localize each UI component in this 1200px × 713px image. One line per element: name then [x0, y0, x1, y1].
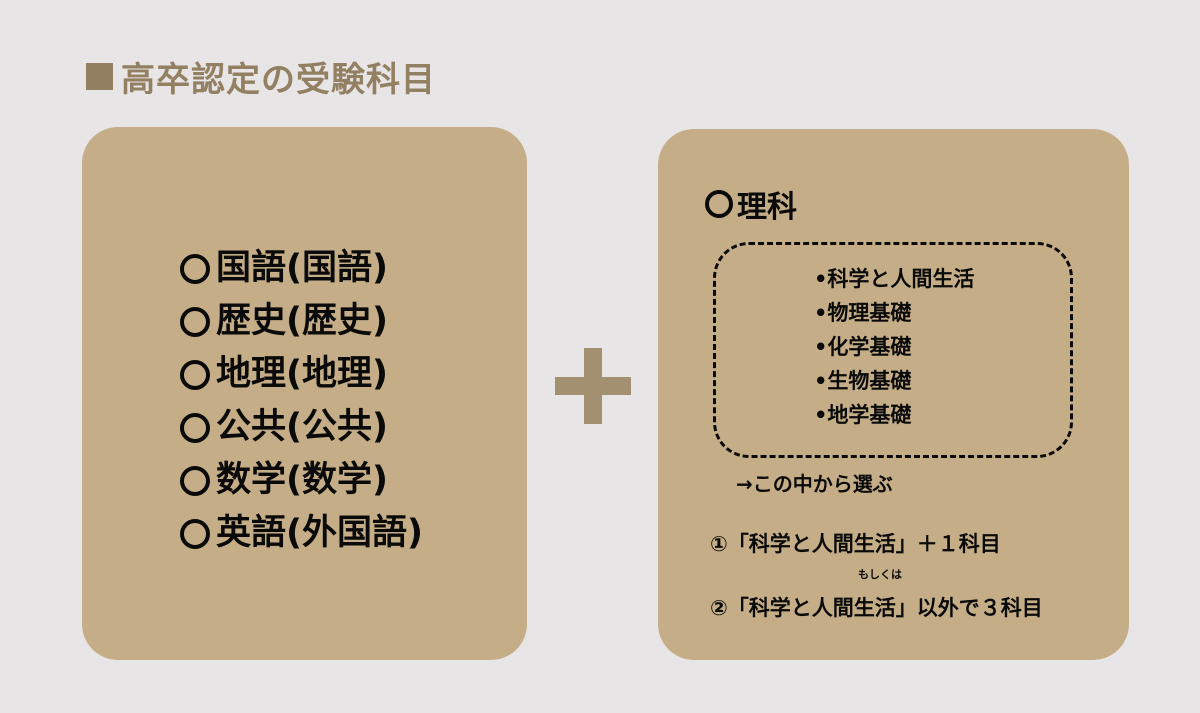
circle-icon — [180, 518, 210, 549]
circle-icon — [180, 359, 210, 390]
subject-item-english: 英語(外国語) — [180, 507, 423, 560]
science-options-box: •科学と人間生活 •物理基礎 •化学基礎 •生物基礎 •地学基礎 — [713, 242, 1073, 458]
required-subjects-card: 国語(国語) 歴史(歴史) 地理(地理) 公共(公共) 数学(数学) 英語(外国… — [82, 127, 527, 660]
subject-list: 国語(国語) 歴史(歴史) 地理(地理) 公共(公共) 数学(数学) 英語(外国… — [180, 242, 423, 560]
subject-label: 数学(数学) — [216, 460, 388, 500]
subject-item-geography: 地理(地理) — [180, 348, 423, 401]
circle-icon — [180, 412, 210, 443]
subject-label: 地理(地理) — [216, 354, 388, 394]
plus-icon — [555, 348, 631, 424]
circle-icon — [180, 306, 210, 337]
subject-label: 国語(国語) — [216, 248, 388, 288]
choose-note: →この中から選ぶ — [736, 472, 893, 496]
plus-vertical-bar — [584, 348, 602, 424]
subject-item-civics: 公共(公共) — [180, 401, 423, 454]
subject-label: 公共(公共) — [216, 407, 388, 447]
subject-label: 歴史(歴史) — [216, 301, 388, 341]
rule-option-2: ②「科学と人間生活」以外で３科目 — [710, 596, 1043, 620]
page-title: 高卒認定の受験科目 — [86, 52, 436, 101]
circle-icon — [180, 465, 210, 496]
science-card: 理科 •科学と人間生活 •物理基礎 •化学基礎 •生物基礎 •地学基礎 →この中… — [658, 129, 1129, 660]
subject-item-history: 歴史(歴史) — [180, 295, 423, 348]
rule-option-1: ①「科学と人間生活」＋１科目 — [710, 532, 1001, 556]
science-option: •科学と人間生活 — [814, 267, 975, 291]
subject-item-japanese: 国語(国語) — [180, 242, 423, 295]
subject-item-math: 数学(数学) — [180, 454, 423, 507]
circle-icon — [705, 190, 733, 218]
science-option-list: •科学と人間生活 •物理基礎 •化学基礎 •生物基礎 •地学基礎 — [814, 262, 974, 432]
science-option: •地学基礎 — [814, 403, 912, 427]
title-square-icon — [86, 63, 113, 90]
page-title-text: 高卒認定の受験科目 — [121, 60, 436, 100]
science-option: •物理基礎 — [814, 301, 912, 325]
science-option: •化学基礎 — [814, 335, 912, 359]
science-heading: 理科 — [705, 182, 797, 226]
science-option: •生物基礎 — [814, 369, 912, 393]
science-heading-text: 理科 — [737, 190, 797, 225]
subject-label: 英語(外国語) — [216, 513, 423, 553]
or-note: もしくは — [858, 568, 902, 581]
circle-icon — [180, 253, 210, 284]
